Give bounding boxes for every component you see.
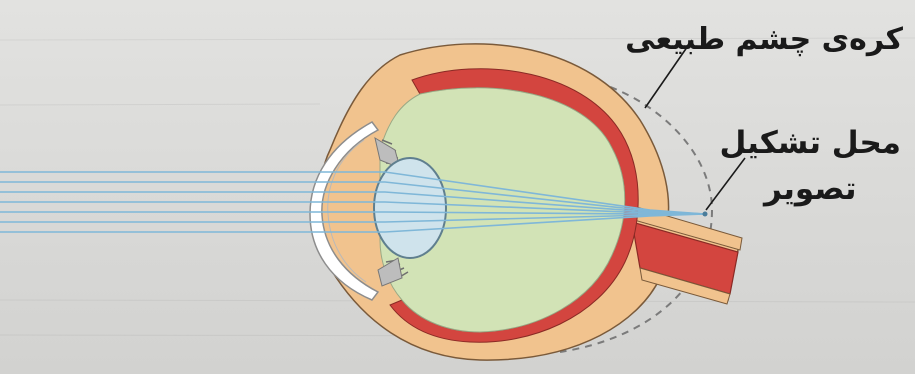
natural-eyeball-label: کره‌ی چشم طبیعی	[625, 22, 903, 57]
image-site-label: محل تشکیل تصویر	[719, 120, 901, 212]
image-site-label-line2: تصویر	[719, 166, 901, 212]
lens	[374, 158, 446, 258]
focal-point	[703, 212, 708, 217]
image-site-label-line1: محل تشکیل	[719, 120, 901, 166]
